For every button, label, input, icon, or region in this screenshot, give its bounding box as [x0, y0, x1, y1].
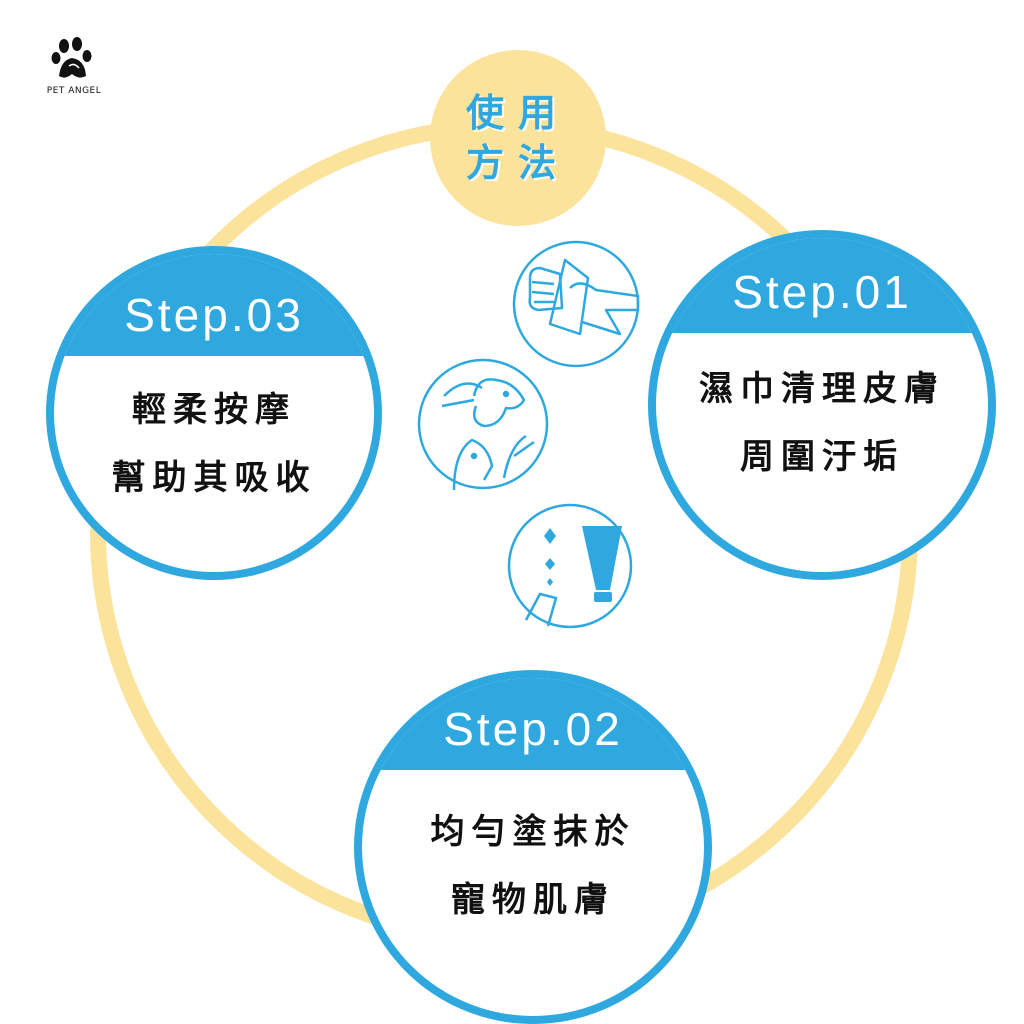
step-01-circle: Step.01 濕巾清理皮膚 周圍汙垢 — [648, 230, 996, 580]
title-line-2: 方法 — [465, 141, 570, 185]
logo-text: PET ANGEL — [46, 86, 102, 96]
step-03-line-1: 輕柔按摩 — [132, 390, 296, 430]
pet-massage-icon — [417, 358, 549, 491]
title-badge: 使用 方法 — [430, 50, 606, 226]
title-line-1: 使用 — [465, 91, 570, 135]
step-01-line-2: 周圍汙垢 — [740, 437, 904, 477]
step-03-line-2: 幫助其吸收 — [111, 458, 317, 498]
step-02-line-2: 寵物肌膚 — [451, 880, 615, 920]
step-01-line-1: 濕巾清理皮膚 — [699, 369, 945, 409]
step-03-circle: Step.03 輕柔按摩 幫助其吸收 — [46, 246, 382, 580]
paw-icon — [51, 37, 92, 78]
wipe-hand-icon — [512, 240, 640, 368]
step-02-circle: Step.02 均勻塗抹於 寵物肌膚 — [354, 670, 712, 1024]
pet-angel-logo: PET ANGEL — [34, 36, 114, 96]
cream-tube-icon — [507, 503, 633, 629]
step-02-line-1: 均勻塗抹於 — [430, 812, 636, 852]
